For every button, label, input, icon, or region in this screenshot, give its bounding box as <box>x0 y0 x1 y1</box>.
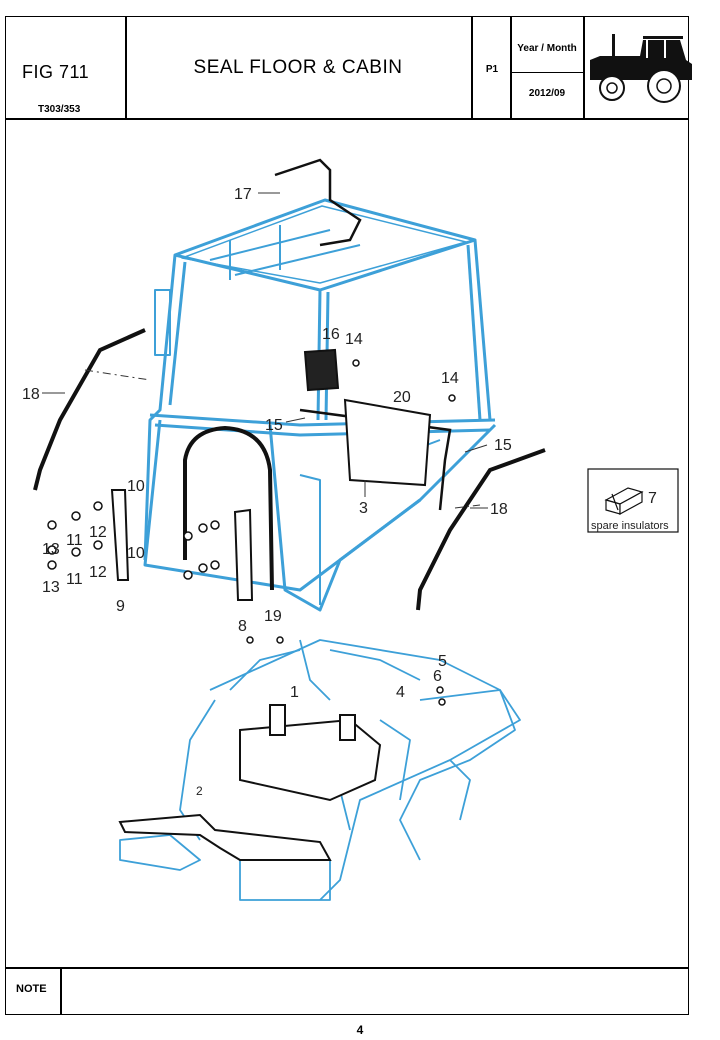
callout-12-a: 12 <box>89 524 107 541</box>
tunnel-cover-1 <box>239 718 382 802</box>
washer-bottle-16 <box>303 348 340 392</box>
page-title: SEAL FLOOR & CABIN <box>193 57 403 78</box>
figure-number: FIG 711 <box>22 62 90 82</box>
callout-16: 16 <box>322 326 340 343</box>
tractor-icon <box>590 34 692 103</box>
callout-4: 4 <box>396 684 405 701</box>
door-seal <box>183 425 274 591</box>
callout-15-b: 15 <box>494 437 512 454</box>
callout-8: 8 <box>238 618 247 635</box>
year-month-rule <box>510 72 583 73</box>
callout-18-left: 18 <box>22 386 40 403</box>
note-label: NOTE <box>16 983 47 995</box>
spare-insulators-box: 7 spare insulators <box>587 468 679 533</box>
callout-19: 19 <box>264 608 282 625</box>
side-seal-right <box>416 448 546 611</box>
callout-2: 2 <box>196 784 203 798</box>
callout-1: 1 <box>290 684 299 701</box>
model-code: T303/353 <box>38 104 81 115</box>
callout-11-a: 11 <box>66 532 83 549</box>
page-number: 4 <box>356 1023 364 1037</box>
floor-panel-3 <box>343 398 432 487</box>
header-divider-1 <box>125 16 127 118</box>
strip-8 <box>233 508 254 601</box>
callout-14-a: 14 <box>345 331 363 348</box>
year-month-label: Year / Month <box>517 43 577 54</box>
callout-9: 9 <box>116 598 125 615</box>
callouts: 17 18 16 14 20 14 15 15 3 18 10 12 10 12… <box>22 186 512 798</box>
chassis-frame <box>119 639 521 901</box>
callout-7: 7 <box>648 490 657 507</box>
header-bottom-rule <box>5 118 689 120</box>
floor-mat-2 <box>118 813 332 861</box>
parts-sheet <box>5 16 689 1015</box>
parts-black <box>33 158 546 861</box>
callout-3: 3 <box>359 500 368 517</box>
callout-15-a: 15 <box>265 417 283 434</box>
header-divider-4 <box>583 16 585 118</box>
callout-5: 5 <box>438 653 447 670</box>
spare-insulators-label: spare insulators <box>591 520 669 532</box>
callout-6: 6 <box>433 668 442 685</box>
callout-13-b: 13 <box>42 579 60 596</box>
strip-9 <box>110 489 130 581</box>
year-month-value: 2012/09 <box>528 88 566 99</box>
side-seal-left <box>33 328 146 491</box>
callout-10-a: 10 <box>127 478 145 495</box>
callout-14-b: 14 <box>441 370 459 387</box>
header-divider-2 <box>471 16 473 118</box>
note-top-rule <box>5 967 689 969</box>
page-code: P1 <box>485 64 499 75</box>
insulator-block-icon <box>604 487 644 516</box>
callout-20: 20 <box>393 389 411 406</box>
fasteners <box>47 359 456 706</box>
roof-seal <box>274 158 362 247</box>
callout-13-a: 13 <box>42 541 60 558</box>
callout-10-b: 10 <box>127 545 145 562</box>
note-divider <box>60 967 62 1015</box>
callout-11-b: 11 <box>66 571 83 588</box>
leader-lines <box>42 192 488 509</box>
callout-12-b: 12 <box>89 564 107 581</box>
header-divider-3 <box>510 16 512 118</box>
callout-17: 17 <box>234 186 252 203</box>
callout-18-right: 18 <box>490 501 508 518</box>
